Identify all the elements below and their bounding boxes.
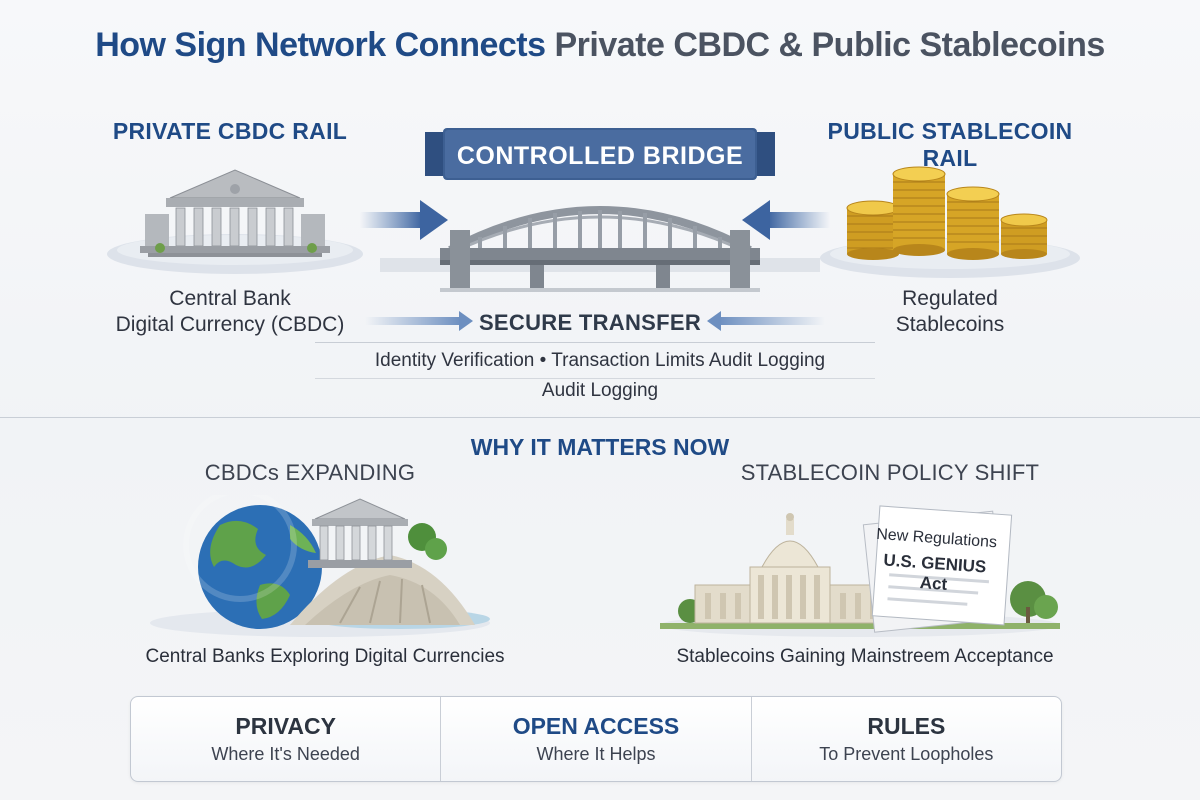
pillar-subtitle: Where It's Needed <box>211 744 360 764</box>
stablecoin-caption: Stablecoins Gaining Mainstreem Acceptanc… <box>676 646 1054 667</box>
pillar-subtitle: Where It Helps <box>536 744 656 764</box>
left-caption-line-2: Digital Currency (CBDC) <box>115 313 345 336</box>
secure-transfer-label: SECURE TRANSFER <box>478 310 702 335</box>
title-part-1: How Sign Network Connects <box>95 26 546 64</box>
pillars-box: PRIVACY Where It's Needed OPEN ACCESS Wh… <box>130 696 1062 782</box>
transfer-arrow-left-icon <box>707 311 825 331</box>
cbdc-caption: Central Banks Exploring Digital Currenci… <box>145 646 505 667</box>
page-title: How Sign Network Connects Private CBDC &… <box>0 26 1200 65</box>
why-heading: WHY IT MATTERS NOW <box>470 434 730 460</box>
arrow-right-icon <box>360 200 448 240</box>
gold-coins-icon <box>820 166 1080 278</box>
arrow-left-icon <box>742 200 830 240</box>
cbdc-expanding-heading: CBDCs EXPANDING <box>204 460 416 485</box>
left-rail-caption: Central Bank Digital Currency (CBDC) <box>95 286 365 338</box>
bridge-features-line-2: Audit Logging <box>541 380 659 401</box>
bridge-banner-label: CONTROLLED BRIDGE <box>456 142 744 170</box>
transfer-arrow-right-icon <box>365 311 473 331</box>
central-bank-icon <box>107 169 363 274</box>
coin-stack-3 <box>946 186 1000 260</box>
features-divider-top <box>315 342 875 343</box>
right-rail-heading: PUBLIC STABLECOIN RAIL <box>827 118 1073 171</box>
coin-stack-4 <box>1000 213 1048 259</box>
right-caption-line-2: Stablecoins <box>895 313 1005 336</box>
bridge-features-line-1: Identity Verification • Transaction Limi… <box>374 350 826 371</box>
coin-stack-2 <box>892 166 946 256</box>
title-part-2: Private CBDC & Public Stablecoins <box>554 26 1105 64</box>
policy-shift-heading: STABLECOIN POLICY SHIFT <box>740 460 1040 485</box>
right-caption-line-1: Regulated <box>902 287 998 310</box>
capitol-regulation-icon <box>660 505 1060 637</box>
left-rail-heading: PRIVATE CBDC RAIL <box>112 118 348 144</box>
features-divider-bottom <box>315 378 875 379</box>
pillar-rules: RULES To Prevent Loopholes <box>752 697 1061 781</box>
pillar-title: RULES <box>867 713 946 739</box>
globe-bank-icon <box>150 495 490 637</box>
left-caption-line-1: Central Bank <box>169 287 291 310</box>
coin-stack-1 <box>846 200 900 260</box>
right-rail-caption: Regulated Stablecoins <box>810 286 1090 338</box>
section-divider <box>0 417 1200 418</box>
pillar-privacy: PRIVACY Where It's Needed <box>131 697 442 781</box>
pillar-open-access: OPEN ACCESS Where It Helps <box>441 697 752 781</box>
regulation-document: New Regulations U.S. GENIUS Act <box>868 526 1002 599</box>
bridge-banner <box>425 128 775 180</box>
pillar-title: OPEN ACCESS <box>512 713 680 739</box>
pillar-subtitle: To Prevent Loopholes <box>819 744 994 764</box>
bridge-icon <box>380 206 820 292</box>
pillar-title: PRIVACY <box>235 713 336 739</box>
